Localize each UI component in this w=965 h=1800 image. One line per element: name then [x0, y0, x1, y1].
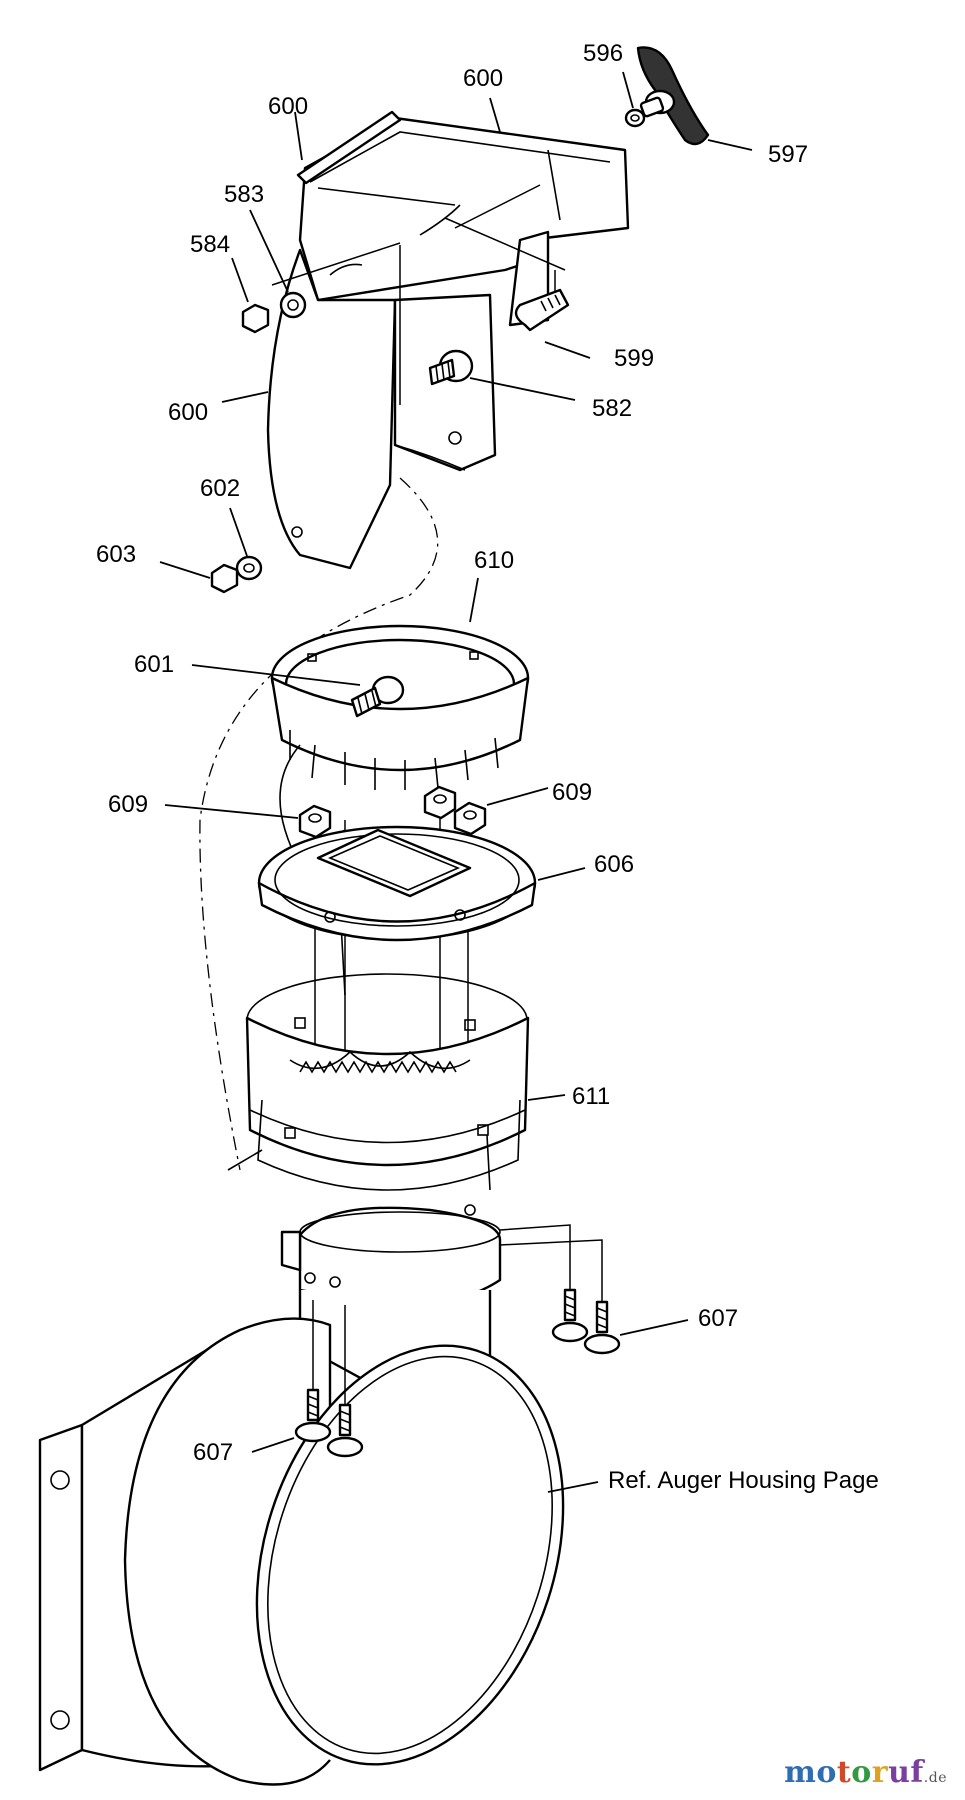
- callout-596: 596: [583, 40, 623, 67]
- callout-600-left: 600: [268, 93, 308, 120]
- callout-600-top: 600: [463, 65, 503, 92]
- hex-bolts-607: [294, 1224, 621, 1458]
- callout-583: 583: [224, 181, 264, 208]
- carriage-bolt-599: [514, 288, 570, 332]
- watermark-logo: motoruf.de: [784, 1755, 947, 1790]
- callout-599: 599: [614, 345, 654, 372]
- auger-housing: [38, 1317, 565, 1786]
- hex-bolt-601: [350, 675, 405, 718]
- callout-606: 606: [594, 851, 634, 878]
- callout-labels: 596 600 600 597 583 584 599 582 600 602 …: [96, 40, 879, 1494]
- gear-ring-611: [227, 973, 530, 1191]
- callout-602: 602: [200, 475, 240, 502]
- callout-582: 582: [592, 395, 632, 422]
- hex-bolt-582: [428, 349, 474, 386]
- callout-ref-auger-housing: Ref. Auger Housing Page: [608, 1467, 879, 1494]
- callout-609-right: 609: [552, 779, 592, 806]
- watermark-tld: .de: [923, 1770, 947, 1786]
- nut-washer-584-583: [241, 291, 307, 334]
- callout-584: 584: [190, 231, 230, 258]
- callout-611: 611: [572, 1083, 610, 1110]
- callout-603: 603: [96, 541, 136, 568]
- assembly-guide-lines: [271, 184, 566, 405]
- watermark-part-5: uf: [888, 1755, 924, 1790]
- callout-610: 610: [474, 547, 514, 574]
- watermark-part-3: o: [851, 1755, 872, 1790]
- flange-ring-606: [257, 825, 537, 942]
- nut-washer-603-602: [210, 555, 263, 594]
- chute-ring-610: [270, 624, 530, 790]
- watermark-part-1: mo: [784, 1755, 837, 1790]
- watermark-part-2: t: [836, 1755, 852, 1790]
- rotation-path-line: [199, 477, 439, 1171]
- callout-601: 601: [134, 651, 174, 678]
- chute-deflector-assembly: [266, 110, 630, 570]
- callout-597: 597: [768, 141, 808, 168]
- leader-lines: [159, 71, 753, 1493]
- knob-assembly: [624, 46, 710, 146]
- callout-600-mid: 600: [168, 399, 208, 426]
- watermark-part-4: r: [871, 1755, 889, 1790]
- callout-607-left: 607: [193, 1439, 233, 1466]
- callout-609-left: 609: [108, 791, 148, 818]
- callout-607-right: 607: [698, 1305, 738, 1332]
